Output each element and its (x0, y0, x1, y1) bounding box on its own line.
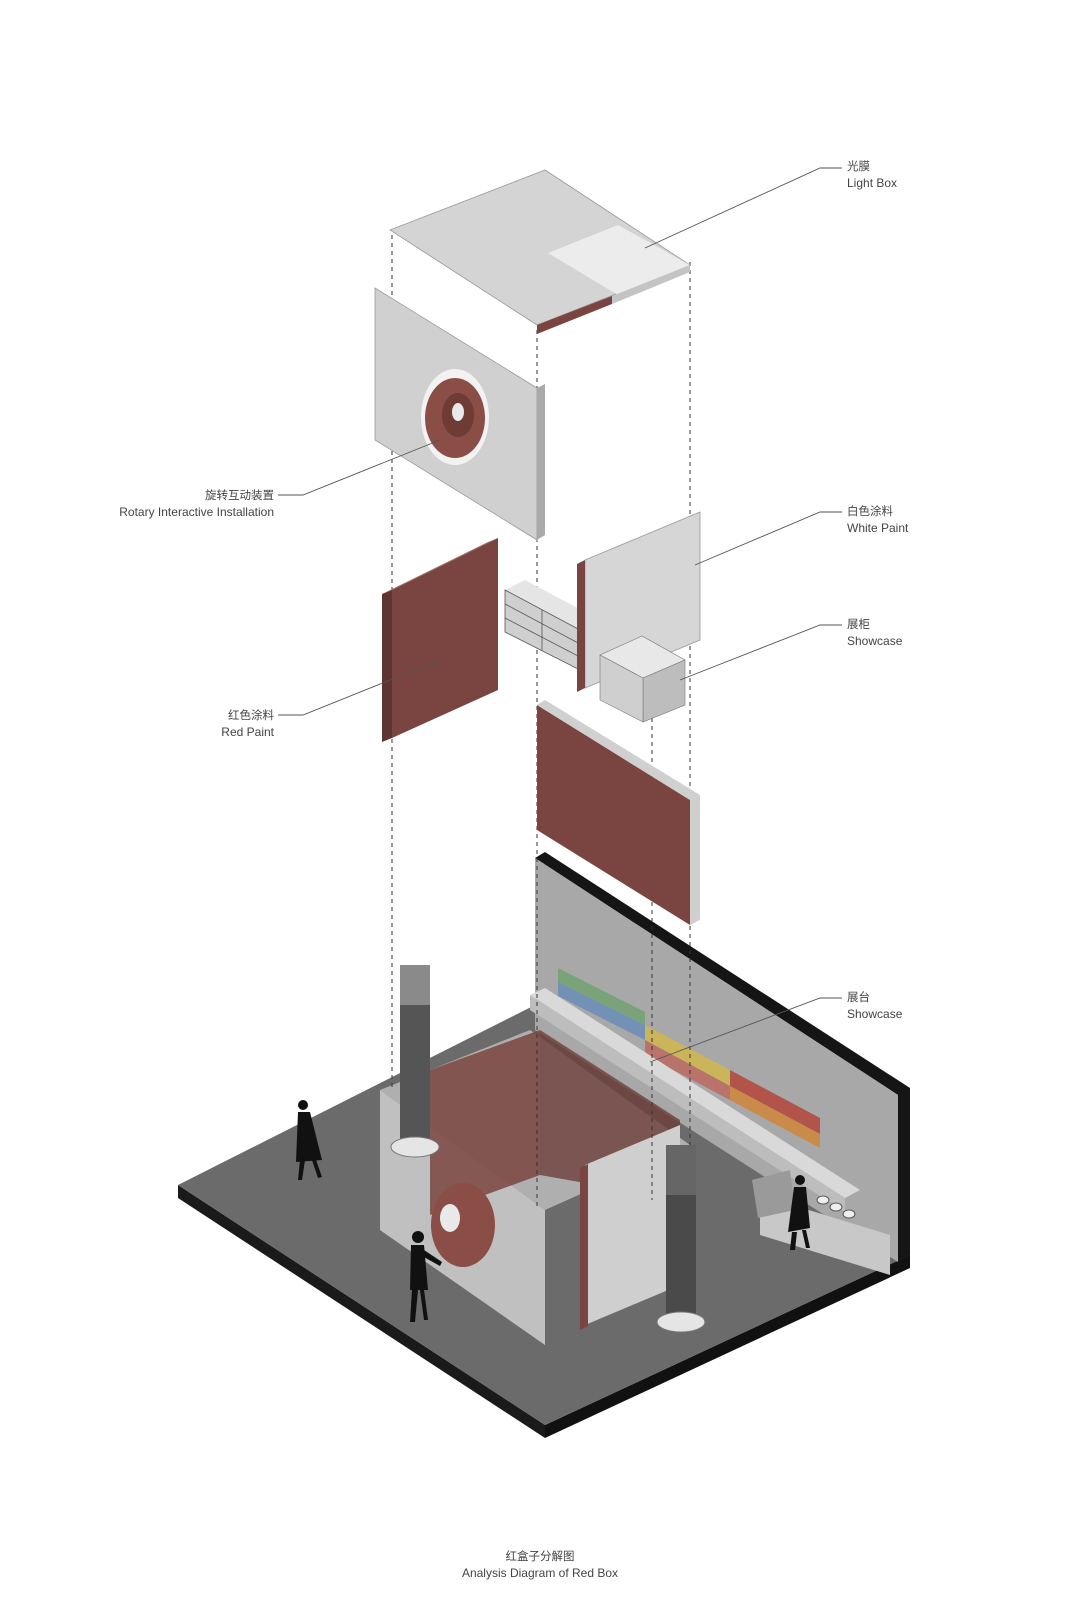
rotary-hole (452, 403, 464, 421)
stone-block (752, 1170, 795, 1218)
stripe-yellow (645, 1025, 730, 1086)
label-rotary: 旋转互动装置 Rotary Interactive Installation (119, 487, 274, 521)
floor-edge-right (545, 1255, 910, 1438)
roof-edge-red (537, 296, 612, 334)
red-wall-edge (382, 590, 392, 742)
pillar-left-base (390, 1136, 440, 1158)
label-zh: 白色涂料 (847, 504, 893, 518)
red-front-top (537, 700, 700, 800)
red-wall-face (392, 538, 498, 738)
pillar-right-cap (666, 1145, 696, 1195)
diagram-caption: 红盒子分解图 Analysis Diagram of Red Box (0, 1548, 1080, 1582)
pillar-left (400, 1005, 430, 1145)
red-front-panel (537, 700, 700, 925)
light-box-panel (389, 169, 691, 334)
leader-rotary (278, 439, 441, 496)
label-zh: 红色涂料 (228, 708, 274, 722)
counter-top (530, 988, 860, 1198)
showcase-side (599, 654, 644, 723)
rotary-wall-edge (537, 384, 545, 540)
label-en: Light Box (847, 176, 898, 190)
rotary-hole-assembled (440, 1204, 460, 1232)
label-en: Rotary Interactive Installation (119, 505, 274, 519)
leader-lines (278, 167, 842, 1063)
white-paint-panel (577, 511, 701, 723)
stripe-green (558, 968, 645, 1025)
box-white-panel (585, 1125, 680, 1325)
pillars (390, 965, 706, 1333)
label-zh: 旋转互动装置 (205, 488, 274, 502)
person-icon (788, 1175, 810, 1250)
label-en: Showcase (847, 634, 903, 648)
label-zh: 光膜 (847, 159, 870, 173)
label-showcase-cabinet: 展柜 Showcase (847, 616, 902, 650)
label-light-box: 光膜 Light Box (847, 158, 897, 192)
stripe-orange (730, 1086, 820, 1148)
red-front-face (537, 705, 690, 925)
pillar-right-base (656, 1311, 706, 1333)
pillar-right (666, 1195, 696, 1320)
stripe-blue (558, 982, 645, 1040)
people-silhouettes (296, 1100, 810, 1322)
roof-edge-gray (612, 265, 690, 304)
floor-edge (178, 1185, 545, 1438)
person-icon (296, 1100, 322, 1180)
label-en: Showcase (847, 1007, 903, 1021)
rotary-wall-panel (374, 287, 545, 541)
red-paint-panel (382, 538, 498, 742)
counter-front (530, 995, 845, 1212)
box-red-strip (580, 1164, 588, 1330)
jar (816, 1195, 830, 1205)
caption-zh: 红盒子分解图 (505, 1549, 575, 1563)
shelf-line (504, 617, 581, 658)
shelf-line (504, 603, 581, 645)
assembled-red-box (380, 1030, 690, 1345)
leader-light-box (644, 167, 842, 249)
leader-red-paint (278, 659, 441, 716)
stripe-red (730, 1070, 820, 1134)
light-film (548, 225, 690, 295)
rotary-disc-assembled (431, 1183, 495, 1267)
caption-en: Analysis Diagram of Red Box (461, 1566, 619, 1580)
jar (829, 1202, 843, 1212)
label-white-paint: 白色涂料 White Paint (847, 503, 908, 537)
person-icon (410, 1231, 442, 1322)
jar (842, 1209, 856, 1219)
label-red-paint: 红色涂料 Red Paint (221, 707, 274, 741)
leader-showcase-platform (649, 997, 842, 1063)
label-showcase-platform: 展台 Showcase (847, 989, 902, 1023)
label-zh: 展台 (847, 990, 870, 1004)
label-en: Red Paint (221, 725, 274, 739)
red-wall-top (382, 538, 498, 594)
stripe-pink (645, 1040, 730, 1100)
white-wall-red-edge (577, 560, 585, 692)
leader-showcase-cabinet (679, 624, 842, 681)
red-front-edge (690, 795, 700, 925)
leader-white-paint (694, 511, 842, 566)
shelf-top (505, 580, 600, 630)
pillar-left-cap (400, 965, 430, 1005)
label-en: White Paint (847, 521, 909, 535)
label-zh: 展柜 (847, 617, 870, 631)
box-red-back (430, 1030, 540, 1215)
shelving-unit (504, 580, 600, 671)
